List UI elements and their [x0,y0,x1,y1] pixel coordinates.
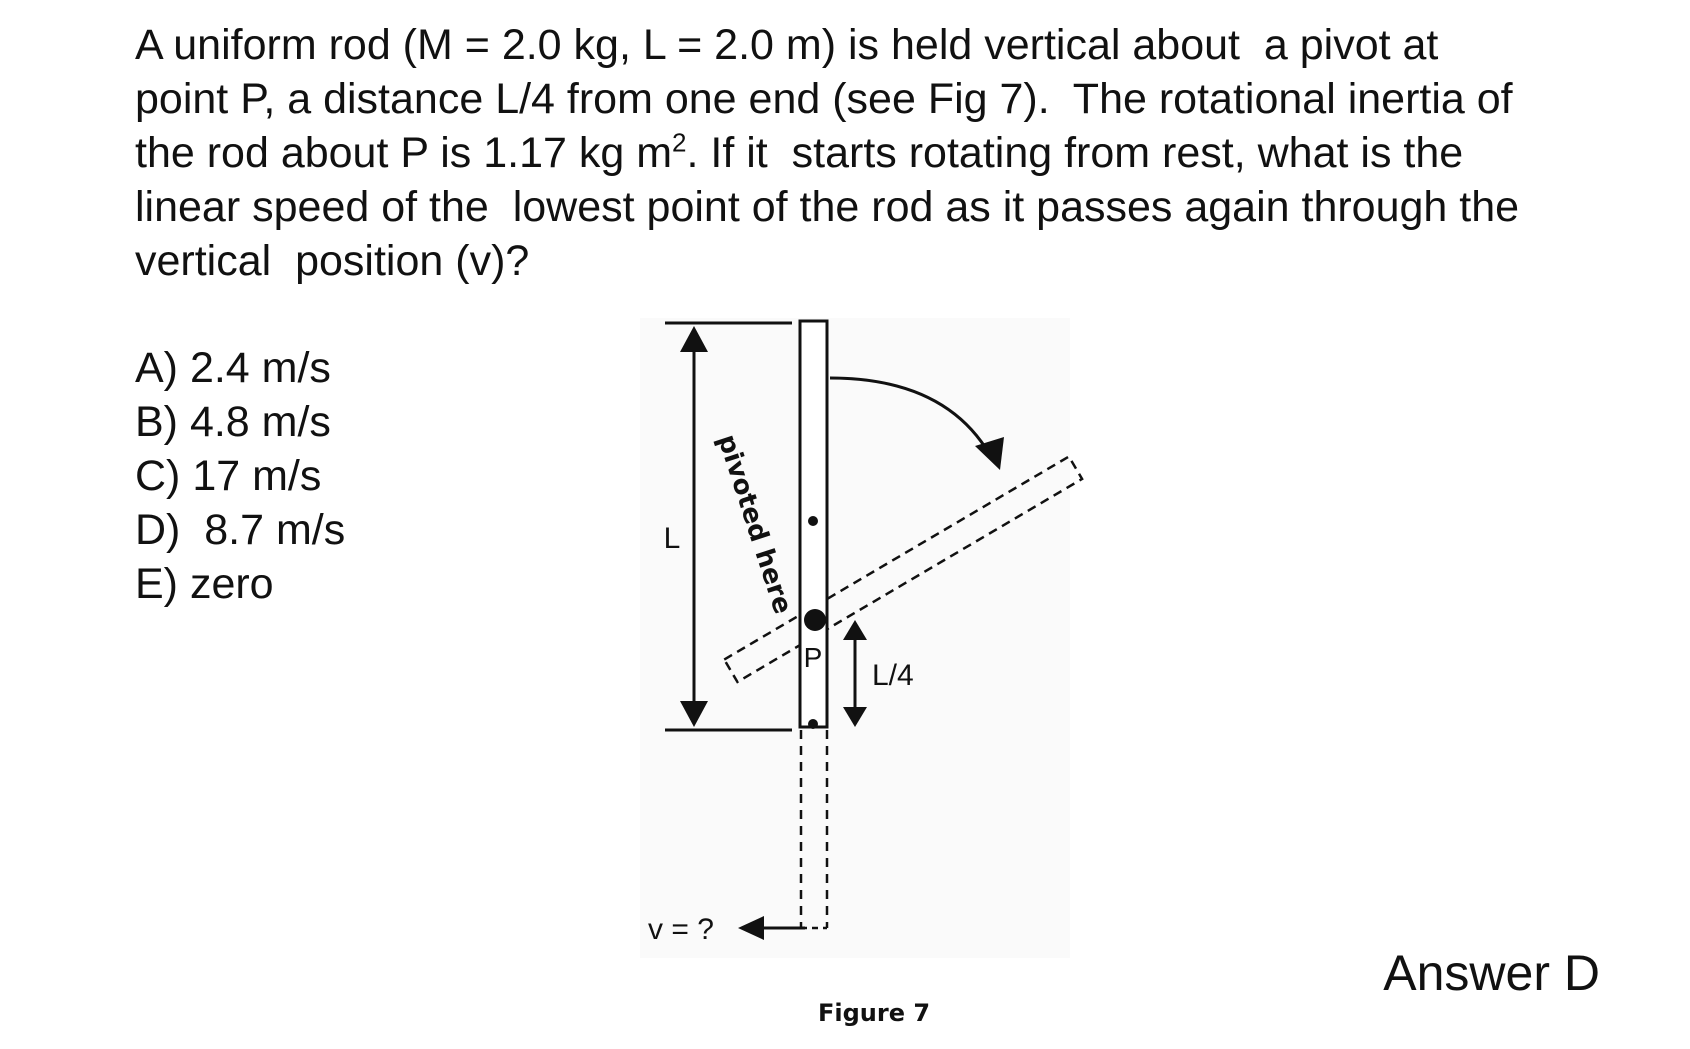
question-line-2: point P, a distance L/4 from one end (se… [135,75,1513,123]
option-a: A) 2.4 m/s [135,344,331,392]
rod-dot-upper [808,516,818,526]
quarter-arrow-up-icon [843,620,867,640]
length-arrow-down-icon [680,701,708,727]
question-line-4: linear speed of the lowest point of the … [135,183,1520,231]
question-line-5: vertical position (v)? [135,237,530,285]
quarter-arrow-down-icon [843,707,867,727]
figure-caption: Figure 7 [818,999,930,1027]
question-line-1: A uniform rod (M = 2.0 kg, L = 2.0 m) is… [135,21,1439,69]
answer-options: A) 2.4 m/s B) 4.8 m/s C) 17 m/s D) 8.7 m… [135,341,345,611]
option-e: E) zero [135,560,274,608]
label-L: L [664,522,681,555]
length-arrow-up-icon [680,326,708,352]
rod-dot-lower [808,719,818,729]
tilted-rod-dashed [722,454,1084,684]
option-d: D) 8.7 m/s [135,506,346,554]
rotation-arrowhead-icon [975,437,1004,470]
answer-label: Answer D [1383,945,1600,1001]
option-c: C) 17 m/s [135,452,322,500]
option-b: B) 4.8 m/s [135,398,331,446]
question-line-3: the rod about P is 1.17 kg m2. If it sta… [135,127,1464,177]
superscript-2: 2 [672,127,687,158]
pivot-point [804,609,826,631]
label-v: v = ? [648,913,714,946]
rotation-arrow [829,376,992,456]
label-L4: L/4 [872,659,914,692]
label-P: P [804,642,823,673]
question-text: A uniform rod (M = 2.0 kg, L = 2.0 m) is… [135,18,1635,288]
velocity-arrowhead-icon [738,916,764,940]
